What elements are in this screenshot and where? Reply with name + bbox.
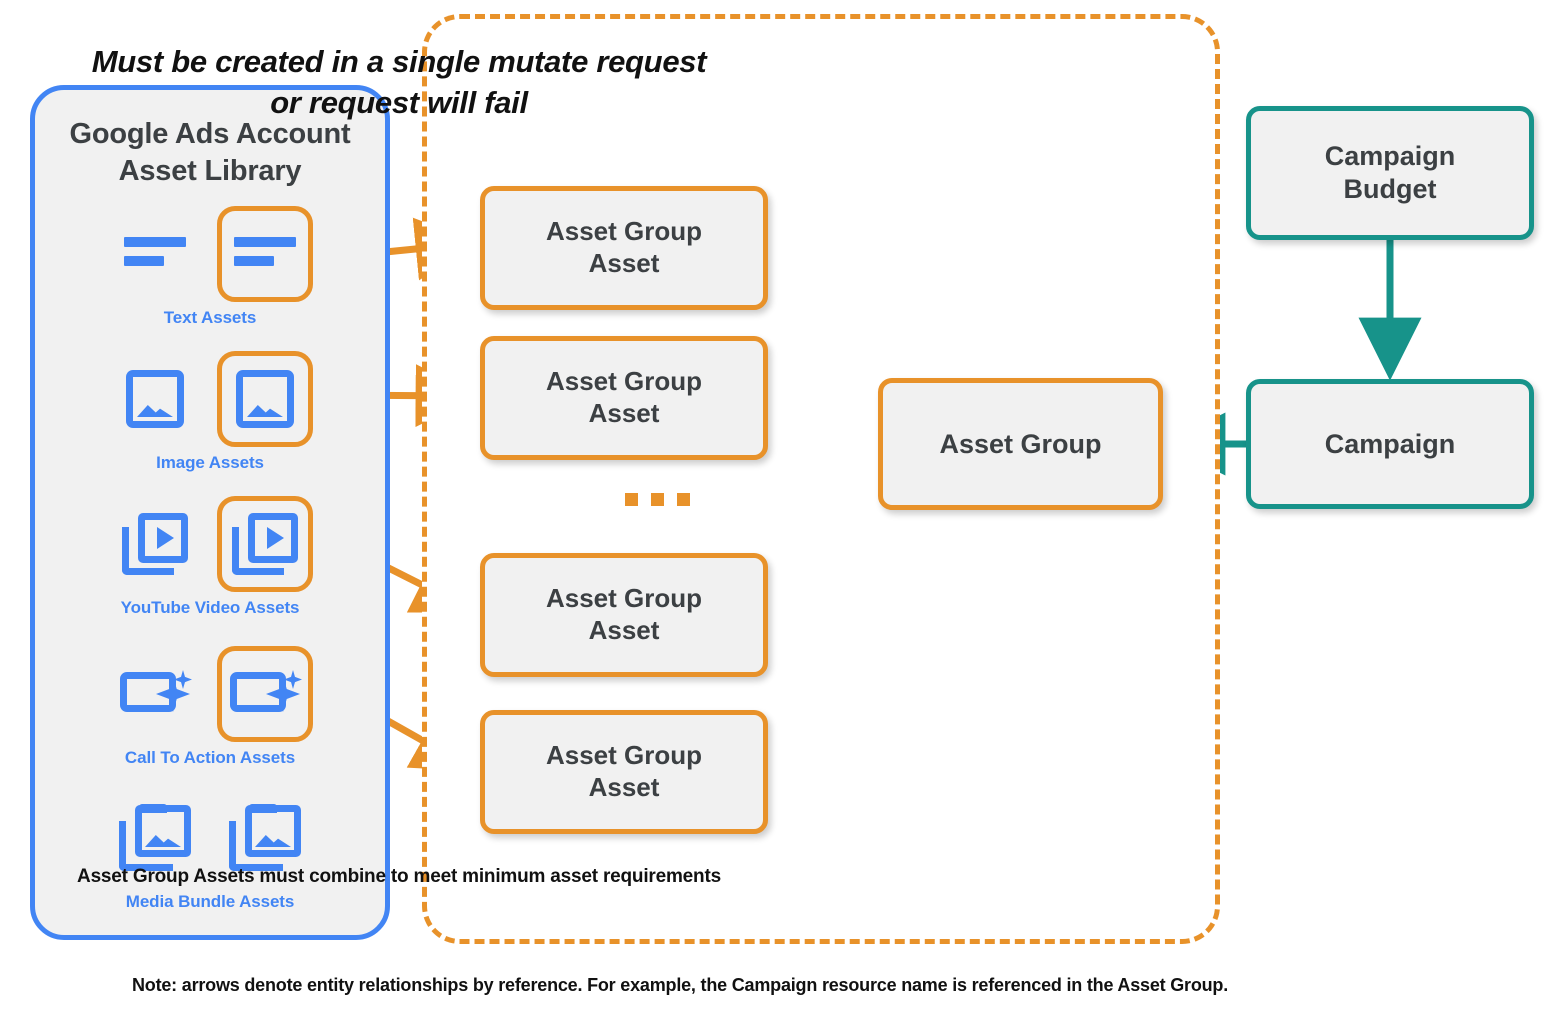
asset-row-text: Text Assets [35,206,385,328]
call-to-action-asset-icon-selected[interactable] [217,646,313,742]
asset-group-asset-node-1[interactable]: Asset Group Asset [480,186,768,310]
asset-icons-media-bundle [35,790,385,886]
youtube-video-asset-icon [107,496,203,592]
asset-row-video: YouTube Video Assets [35,496,385,618]
media-bundle-asset-icon-2 [217,790,313,886]
asset-group-asset-node-2[interactable]: Asset Group Asset [480,336,768,460]
asset-group-asset-1-line1: Asset Group [545,216,703,247]
asset-group-asset-2-line1: Asset Group [545,366,703,397]
asset-group-asset-3-line1: Asset Group [545,583,703,614]
ellipsis-indicator [625,493,690,506]
asset-label-cta: Call To Action Assets [124,748,296,767]
asset-group-asset-4-line1: Asset Group [545,740,703,771]
ellipsis-dot-2 [651,493,664,506]
campaign-node[interactable]: Campaign [1246,379,1534,509]
youtube-video-asset-icon-selected[interactable] [217,496,313,592]
mutate-note-line2: or request will fail [270,84,528,120]
asset-group-asset-4-line2: Asset [588,772,660,802]
campaign-node-label: Campaign [1324,428,1456,459]
asset-icons-cta [35,646,385,742]
asset-group-node[interactable]: Asset Group [878,378,1163,510]
asset-icons-image [35,351,385,447]
call-to-action-asset-icon [107,646,203,742]
asset-group-asset-2-line2: Asset [588,398,660,428]
asset-library-title-line1: Google Ads Account [69,118,351,150]
asset-icons-text [35,206,385,302]
text-asset-icon [107,206,203,302]
asset-group-asset-1-line2: Asset [588,248,660,278]
mutate-note-line1: Must be created in a single mutate reque… [91,44,707,79]
campaign-budget-line1: Campaign [1324,141,1456,172]
asset-label-image: Image Assets [156,453,264,472]
campaign-budget-line2: Budget [1343,174,1437,204]
mutate-request-note: Must be created in a single mutate reque… [40,42,758,124]
asset-library-title: Google Ads Account Asset Library [35,116,385,190]
asset-group-asset-node-4[interactable]: Asset Group Asset [480,710,768,834]
asset-library-panel: Google Ads Account Asset Library Text As… [30,85,390,940]
asset-label-media-bundle: Media Bundle Assets [125,892,295,911]
asset-group-node-label: Asset Group [939,428,1102,459]
ellipsis-dot-3 [677,493,690,506]
asset-label-video: YouTube Video Assets [120,598,300,617]
asset-icons-video [35,496,385,592]
asset-library-title-line2: Asset Library [118,155,302,188]
asset-group-asset-3-line2: Asset [588,615,660,645]
mutate-request-footer: Asset Group Assets must combine to meet … [77,866,721,887]
ellipsis-dot-1 [625,493,638,506]
asset-row-media-bundle: Media Bundle Assets [35,790,385,912]
asset-group-asset-node-3[interactable]: Asset Group Asset [480,553,768,677]
text-asset-icon-selected[interactable] [217,206,313,302]
image-asset-icon-selected[interactable] [217,351,313,447]
asset-row-image: Image Assets [35,351,385,473]
campaign-budget-node[interactable]: Campaign Budget [1246,106,1534,240]
asset-label-text: Text Assets [163,308,257,327]
media-bundle-asset-icon [107,790,203,886]
image-asset-icon [107,351,203,447]
asset-row-cta: Call To Action Assets [35,646,385,768]
diagram-footnote: Note: arrows denote entity relationships… [131,975,1229,995]
